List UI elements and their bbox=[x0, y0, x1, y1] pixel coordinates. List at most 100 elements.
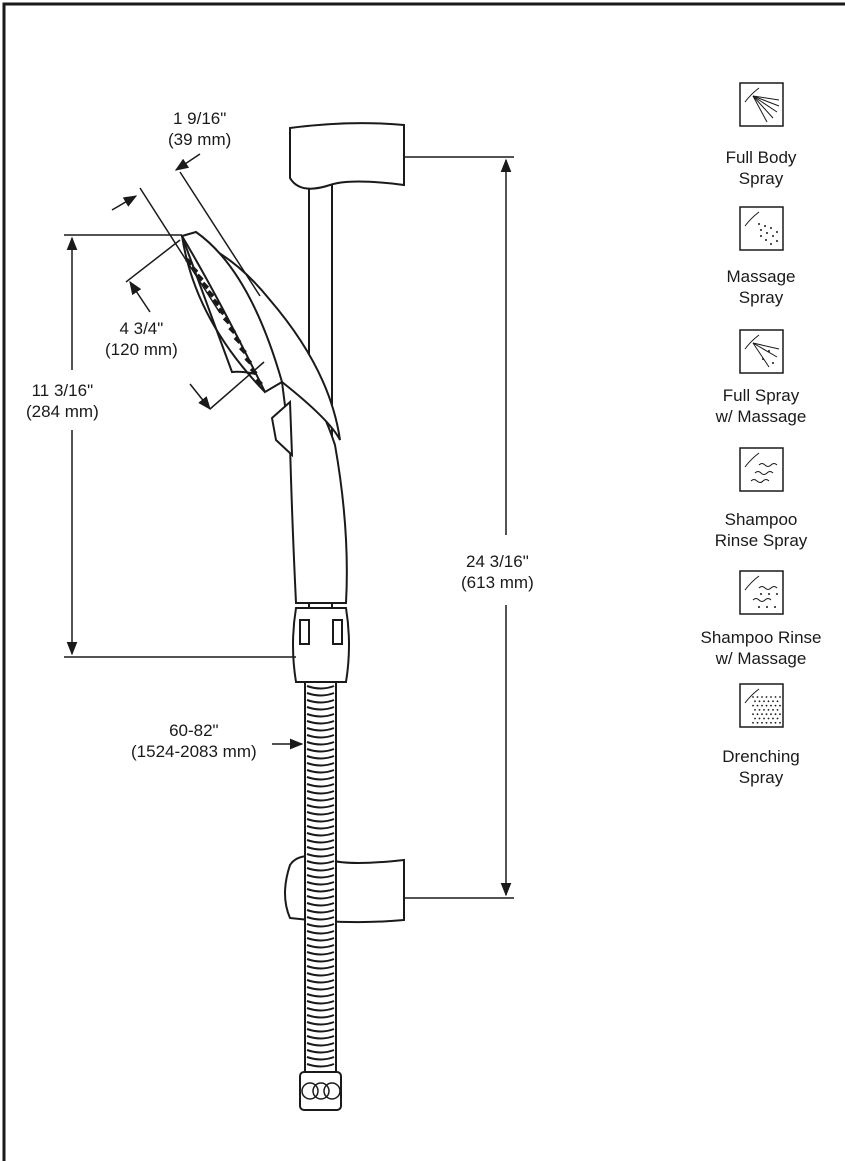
spray-dot bbox=[779, 696, 781, 698]
hose-coil bbox=[306, 692, 335, 697]
hose-coil bbox=[306, 783, 335, 788]
dim-bar-length-metric: (613 mm) bbox=[461, 573, 534, 592]
hose-coil bbox=[306, 916, 335, 921]
spray-nozzle bbox=[206, 289, 215, 298]
spray-dot bbox=[754, 717, 756, 720]
dim-handshower-height-lines bbox=[64, 234, 296, 658]
shampoo-rinse-massage-icon bbox=[739, 570, 784, 615]
spray-nozzle bbox=[228, 326, 237, 335]
spray-dot bbox=[752, 721, 754, 724]
hose-coil bbox=[306, 874, 335, 879]
full-spray-massage-icon bbox=[739, 329, 784, 374]
hose-coil bbox=[306, 846, 335, 851]
spray-dot bbox=[774, 713, 777, 716]
dim-head-diameter-label: 4 3/4" (120 mm) bbox=[105, 318, 178, 360]
spray-nozzle bbox=[222, 316, 231, 325]
dim-bar-length-lines bbox=[404, 156, 514, 899]
spray-dot bbox=[752, 704, 754, 707]
spray-nozzle bbox=[212, 298, 220, 307]
spray-dot bbox=[756, 713, 759, 716]
spray-nozzle bbox=[239, 346, 247, 355]
spray-mode-line1: Shampoo bbox=[724, 510, 798, 529]
spray-nozzle bbox=[217, 307, 226, 316]
dim-head-diameter-metric: (120 mm) bbox=[105, 340, 178, 359]
hose-coil bbox=[306, 888, 335, 893]
spray-dot bbox=[767, 709, 770, 711]
dim-handshower-height-imperial: 11 3/16" bbox=[31, 381, 94, 400]
spray-dot bbox=[763, 700, 765, 703]
spray-dot bbox=[770, 704, 772, 707]
spray-dot bbox=[774, 721, 777, 724]
hose-coil bbox=[306, 972, 335, 977]
hose-coil bbox=[306, 923, 335, 928]
hose-coil bbox=[306, 944, 335, 949]
spray-mode-line2: w/ Massage bbox=[715, 407, 807, 426]
spray-dot bbox=[772, 709, 774, 711]
dim-handshower-height-label: 11 3/16" (284 mm) bbox=[26, 380, 99, 422]
hose-coil bbox=[306, 727, 335, 732]
spray-dot bbox=[767, 717, 770, 720]
spray-dot bbox=[761, 696, 763, 698]
spray-nozzle bbox=[255, 378, 263, 386]
hose-coil bbox=[306, 734, 335, 739]
hose-coil bbox=[306, 993, 335, 998]
spray-mode-line1: Full Body bbox=[725, 148, 797, 167]
hose-coil bbox=[306, 699, 335, 704]
spray-mode-line2: Spray bbox=[738, 288, 784, 307]
spray-mode-line1: Massage bbox=[726, 267, 796, 286]
hose-coil bbox=[306, 755, 335, 760]
hose-coil bbox=[306, 839, 335, 844]
spray-mode-line2: Spray bbox=[738, 169, 784, 188]
dim-head-thickness-label: 1 9/16" (39 mm) bbox=[168, 108, 231, 150]
spray-dot bbox=[770, 696, 772, 698]
hose-coil bbox=[306, 909, 335, 914]
spray-mode-line2: Rinse Spray bbox=[714, 531, 808, 550]
spray-nozzle bbox=[185, 258, 193, 266]
hose-coil bbox=[306, 951, 335, 956]
hose-coil bbox=[306, 986, 335, 991]
slide-clip bbox=[292, 602, 350, 683]
spray-nozzle bbox=[233, 336, 242, 344]
spray-nozzle bbox=[195, 273, 204, 282]
hose-coil bbox=[306, 713, 335, 718]
shampoo-rinse-icon bbox=[739, 447, 784, 492]
full-body-spray-icon bbox=[739, 82, 784, 127]
spray-dot bbox=[779, 721, 781, 724]
spray-dot bbox=[758, 700, 761, 703]
spray-dot bbox=[756, 721, 759, 724]
spray-dot bbox=[763, 709, 765, 711]
dim-bar-length-imperial: 24 3/16" bbox=[465, 552, 529, 571]
hose-coil bbox=[306, 741, 335, 746]
spray-dot bbox=[754, 700, 756, 703]
hose-coil bbox=[306, 979, 335, 984]
spray-mode-label: Full Body Spray bbox=[686, 147, 836, 189]
hose-coil bbox=[306, 832, 335, 837]
spray-nozzle bbox=[244, 356, 253, 365]
hose-coil bbox=[306, 825, 335, 830]
hose-coil bbox=[306, 860, 335, 865]
dim-head-thickness-imperial: 1 9/16" bbox=[172, 109, 227, 128]
hose-coil bbox=[306, 1007, 335, 1012]
spray-dot bbox=[752, 696, 754, 698]
spray-dot bbox=[767, 700, 770, 703]
spray-nozzle bbox=[201, 281, 210, 290]
spray-dot bbox=[758, 709, 761, 711]
spray-mode-line1: Full Spray bbox=[722, 386, 800, 405]
spray-dot bbox=[774, 704, 777, 707]
hose-coil bbox=[306, 685, 335, 690]
hose-coil bbox=[306, 895, 335, 900]
spray-dot bbox=[772, 700, 774, 703]
spray-dot bbox=[774, 696, 777, 698]
massage-spray-icon bbox=[739, 206, 784, 251]
spray-dot bbox=[779, 704, 781, 707]
spray-mode-line1: Drenching bbox=[722, 747, 800, 766]
dim-hose-length-metric: (1524-2083 mm) bbox=[131, 742, 257, 761]
hose-coil bbox=[306, 1042, 335, 1047]
hose-coil bbox=[306, 853, 335, 858]
dim-head-diameter-imperial: 4 3/4" bbox=[119, 319, 164, 338]
hose-coil bbox=[306, 748, 335, 753]
hose-coil bbox=[306, 1056, 335, 1061]
drenching-spray-icon bbox=[739, 683, 784, 728]
hose-coil bbox=[306, 1000, 335, 1005]
hose-coil bbox=[306, 797, 335, 802]
